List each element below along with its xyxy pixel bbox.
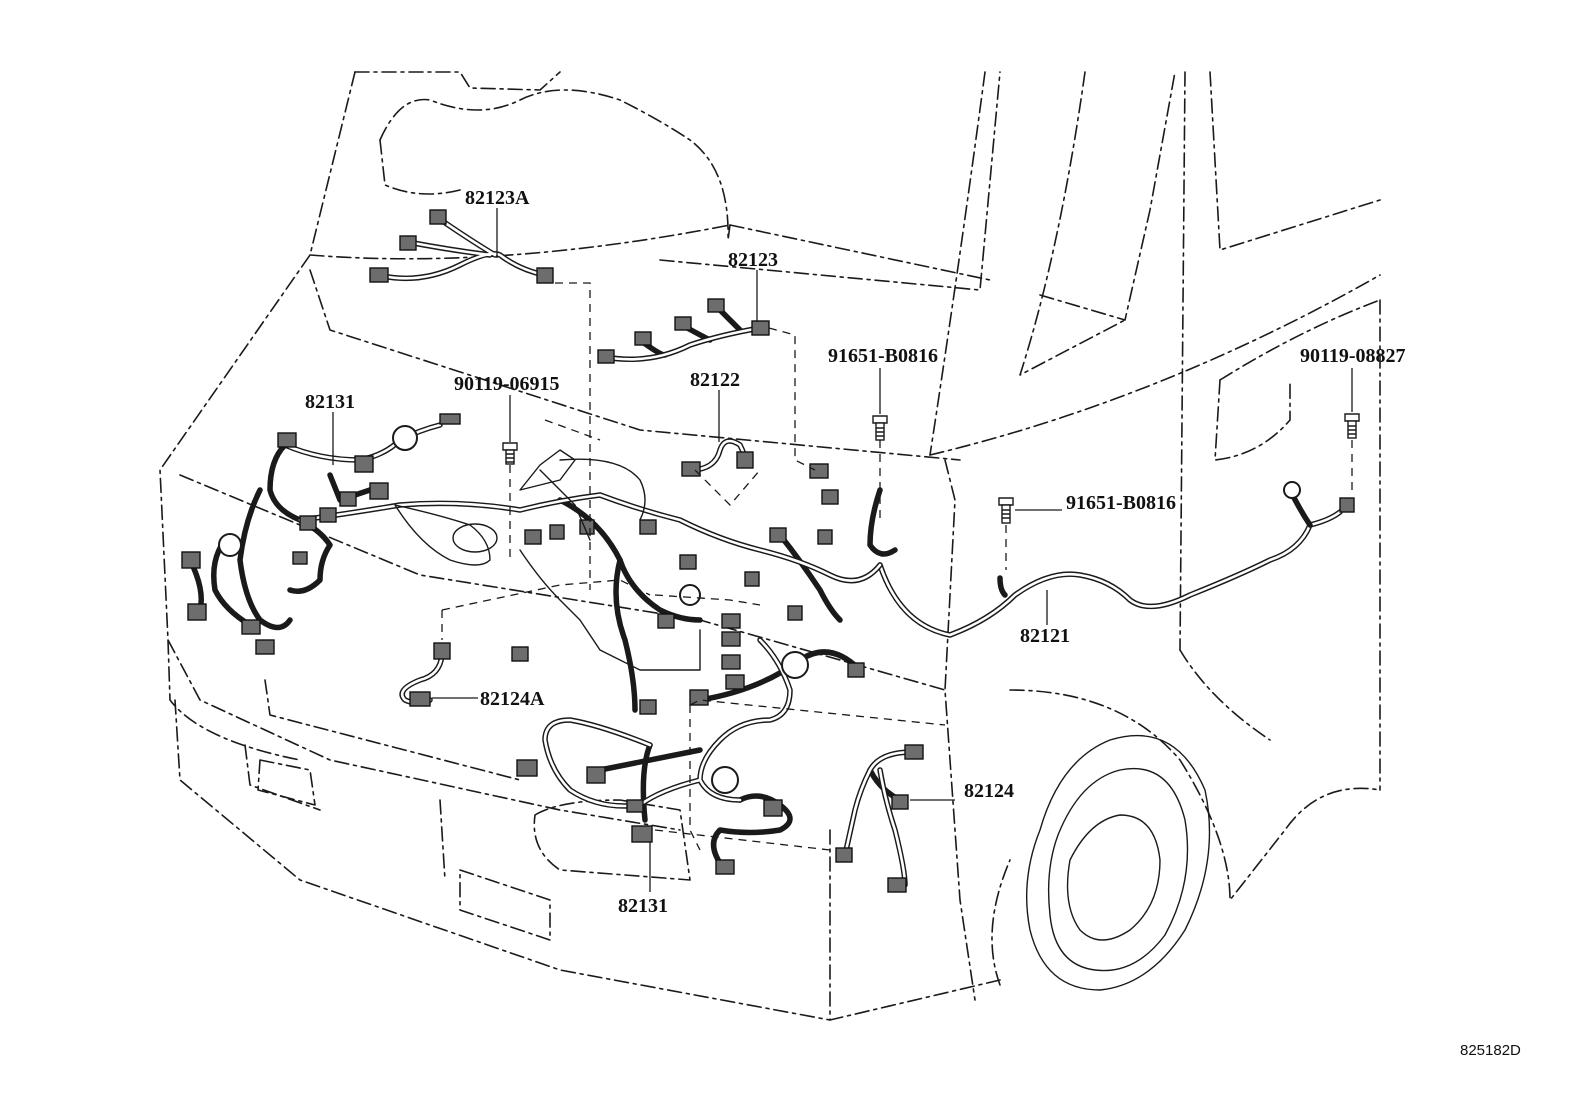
label-91651-B0816-upper: 91651-B0816 — [828, 345, 938, 367]
part-labels: 82123A 82123 82122 82131 90119-06915 916… — [305, 187, 1521, 1059]
label-82124: 82124 — [964, 780, 1014, 802]
label-82131-upper: 82131 — [305, 391, 355, 413]
label-82123A: 82123A — [465, 187, 530, 209]
label-82122: 82122 — [690, 369, 740, 391]
bolt-90119-06915 — [502, 442, 518, 465]
label-82121: 82121 — [1020, 625, 1070, 647]
clip-91651-B0816-right — [998, 497, 1014, 524]
label-91651-B0816-right: 91651-B0816 — [1066, 492, 1176, 514]
label-82124A: 82124A — [480, 688, 545, 710]
bolt-90119-08827 — [1344, 413, 1360, 439]
engine-components — [394, 449, 701, 671]
vehicle-body-outline — [159, 71, 1381, 1021]
label-82131-lower: 82131 — [618, 895, 668, 917]
clip-91651-B0816-upper — [872, 415, 888, 441]
label-90119-08827: 90119-08827 — [1300, 345, 1406, 367]
harness-82124 — [835, 744, 924, 893]
harness-82124A — [399, 642, 451, 707]
label-82123: 82123 — [728, 249, 778, 271]
harness-82123 — [597, 298, 770, 364]
assembly-dash-lines — [441, 282, 1353, 851]
leader-lines — [332, 208, 1353, 892]
harness-82121 — [877, 481, 1355, 638]
harness-82123A — [369, 209, 554, 284]
figure-code: 825182D — [1460, 1042, 1521, 1059]
label-90119-06915: 90119-06915 — [454, 373, 560, 395]
harness-82122 — [681, 438, 754, 477]
harness-82131-main — [181, 413, 898, 875]
